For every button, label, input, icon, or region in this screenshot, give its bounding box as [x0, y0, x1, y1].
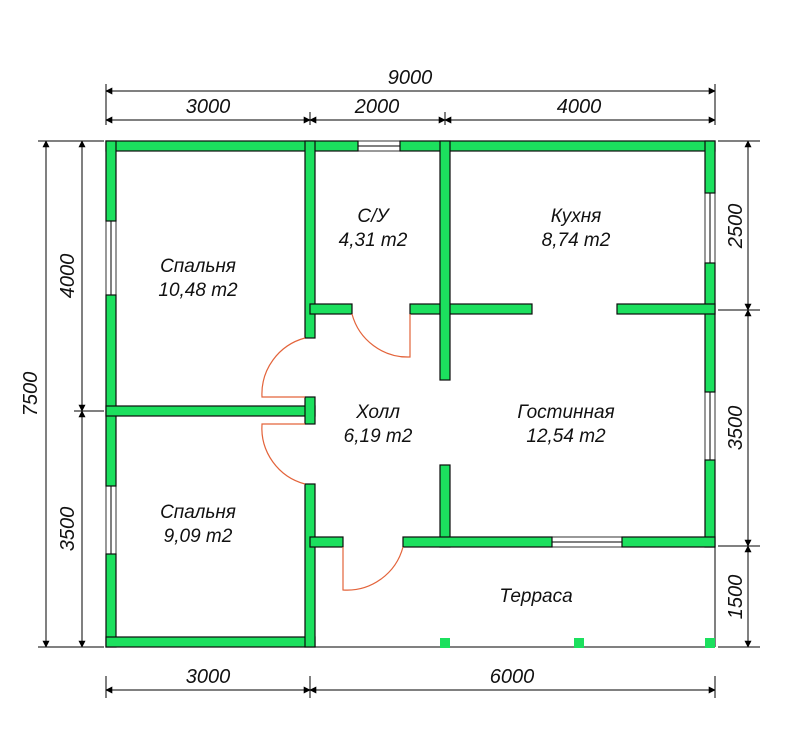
wall-left-1: [105, 140, 117, 222]
door-bedroom-top: [261, 337, 306, 398]
room-name: Спальня: [160, 256, 236, 277]
wall-left-3: [105, 553, 117, 648]
room-area: 8,74 m2: [542, 230, 611, 251]
terrace-post-3: [705, 638, 715, 648]
wall-bathroom-bottom-left: [309, 303, 353, 315]
wall-left-2: [105, 294, 117, 487]
dim-top-segment-1: 3000: [186, 96, 231, 118]
wall-right-3: [704, 459, 716, 548]
room-name: Кухня: [551, 206, 602, 227]
room-hall: Холл 6,19 m2: [344, 402, 413, 447]
dim-right-segment-3: 1500: [725, 575, 747, 620]
wall-bedroom-top-right: [304, 140, 316, 339]
wall-top-left: [105, 140, 359, 152]
dim-right-segment-1: 2500: [725, 204, 747, 250]
door-entry: [342, 546, 404, 591]
wall-right-2: [704, 262, 716, 393]
dim-right-segment-2: 3500: [725, 406, 747, 451]
terrace-post-2: [574, 638, 584, 648]
wall-entry-stub: [309, 536, 344, 548]
room-area: 6,19 m2: [344, 426, 413, 447]
room-bathroom: С/У 4,31 m2: [339, 206, 408, 251]
dim-left-segment-1: 4000: [57, 254, 79, 299]
room-area: 9,09 m2: [164, 526, 233, 547]
terrace-outline: [310, 546, 716, 648]
door-bedroom-bottom: [261, 423, 306, 485]
wall-bathroom-right: [439, 140, 451, 381]
room-name: Терраса: [499, 586, 572, 607]
room-bedroom-2: Спальня 9,09 m2: [160, 502, 236, 547]
dim-left-total: 7500: [20, 372, 42, 417]
room-area: 4,31 m2: [339, 230, 408, 251]
wall-bathroom-bottom-right: [409, 303, 533, 315]
room-area: 10,48 m2: [158, 280, 238, 301]
wall-bedroom-bottom-right: [304, 483, 316, 648]
doors: [261, 313, 411, 591]
dim-top-total: 9000: [388, 67, 433, 89]
wall-living-bottom-left: [402, 536, 553, 548]
door-bathroom: [351, 313, 411, 358]
wall-living-bottom-right: [621, 536, 716, 548]
dim-bottom-segment-2: 6000: [490, 666, 535, 688]
room-terrace: Терраса: [499, 586, 572, 607]
dim-bottom-segment-1: 3000: [186, 666, 231, 688]
terrace-post-1: [440, 638, 450, 648]
room-area: 12,54 m2: [526, 426, 606, 447]
wall-kitchen-living: [616, 303, 716, 315]
wall-hall-stub: [304, 396, 316, 425]
dim-top-segment-3: 4000: [557, 96, 602, 118]
room-bedroom-1: Спальня 10,48 m2: [158, 256, 238, 301]
wall-living-lower: [439, 464, 451, 548]
room-name: Холл: [355, 402, 400, 423]
wall-right-1: [704, 140, 716, 194]
room-name: С/У: [357, 206, 390, 227]
room-living: Гостинная 12,54 m2: [517, 402, 614, 447]
walls: [105, 140, 716, 648]
room-kitchen: Кухня 8,74 m2: [542, 206, 611, 251]
dim-top-segment-2: 2000: [354, 96, 400, 118]
wall-bottom-bedroom: [105, 636, 316, 648]
dim-left-segment-2: 3500: [57, 507, 79, 552]
dimension-lines: [38, 84, 760, 698]
room-name: Гостинная: [517, 402, 614, 423]
wall-between-bedrooms: [105, 405, 316, 417]
room-name: Спальня: [160, 502, 236, 523]
